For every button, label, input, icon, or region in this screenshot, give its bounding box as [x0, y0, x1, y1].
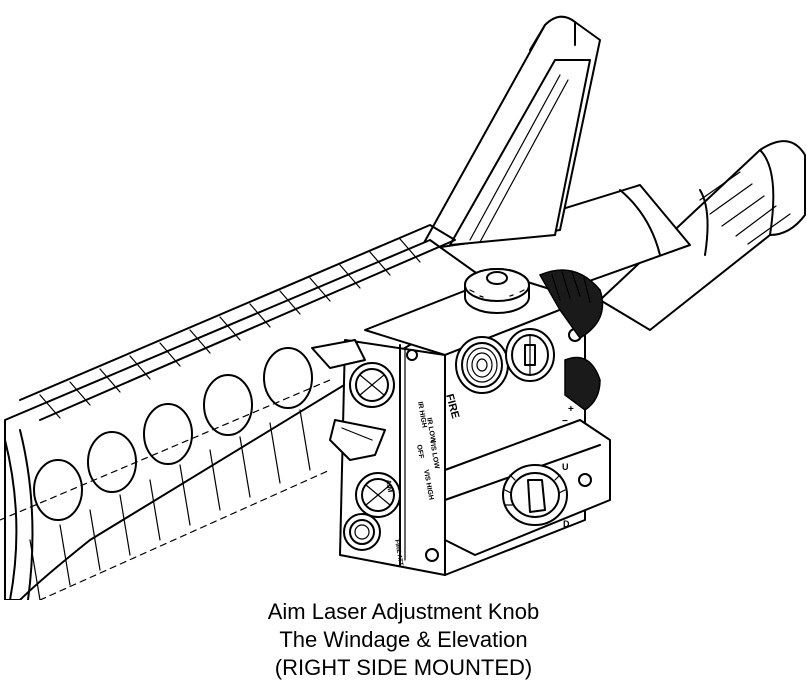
caption-line-3: (RIGHT SIDE MOUNTED): [274, 655, 533, 680]
rifle-laser-illustration: FIRE IR HIGH IR LOW OFF VIS LOW VIS HIGH…: [0, 15, 806, 600]
down-label: D: [563, 519, 570, 529]
caption-line-2: The Windage & Elevation: [279, 627, 528, 652]
adjust-knob-small[interactable]: [505, 328, 555, 382]
emitter-lens: [455, 336, 509, 394]
off-label: OFF: [415, 444, 424, 460]
minus-label: −: [562, 416, 568, 427]
mode-selector-icon[interactable]: [311, 339, 401, 551]
ir-high-label: IR HIGH: [416, 401, 427, 428]
aim-label: AIM: [384, 479, 393, 493]
fire-att-label: FIRE ATT: [393, 539, 404, 566]
caption-line-1: Aim Laser Adjustment Knob: [267, 599, 540, 624]
flash-hider: [599, 140, 806, 331]
figure-caption: Aim Laser Adjustment Knob The Windage & …: [0, 598, 807, 682]
windage-knob-icon[interactable]: [538, 269, 604, 411]
plus-label: +: [568, 404, 574, 415]
lower-adjust-knob[interactable]: [502, 464, 568, 526]
up-label: U: [562, 462, 569, 472]
front-sight-post: [419, 15, 601, 251]
elevation-knob-icon[interactable]: [464, 268, 530, 314]
ir-low-label: IR LOW: [425, 417, 436, 443]
